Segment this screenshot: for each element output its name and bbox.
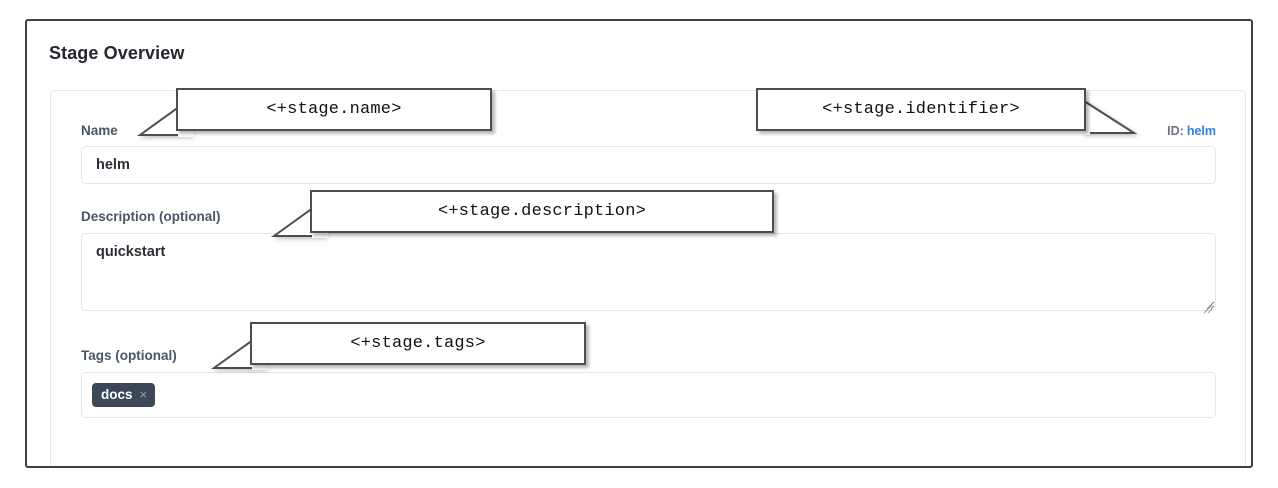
- name-label: Name: [81, 123, 118, 138]
- callout-stage-tags: <+stage.tags>: [250, 322, 586, 365]
- tags-label: Tags (optional): [81, 348, 177, 363]
- name-label-row: Name ID:helm: [81, 123, 1216, 139]
- page-title: Stage Overview: [49, 43, 185, 63]
- tag-chip-docs[interactable]: docs ×: [92, 383, 156, 407]
- stage-form-card: Name ID:helm Description (optional) Tags…: [50, 90, 1246, 466]
- callout-stage-identifier-text: <+stage.identifier>: [822, 100, 1020, 119]
- stage-id-hint: ID:helm: [1167, 124, 1216, 138]
- field-name: Name ID:helm: [81, 123, 1216, 184]
- tag-remove-icon[interactable]: ×: [139, 387, 148, 402]
- callout-stage-identifier: <+stage.identifier>: [756, 88, 1086, 131]
- callout-stage-tags-text: <+stage.tags>: [350, 334, 486, 353]
- name-input[interactable]: [81, 146, 1216, 184]
- tag-chip-label: docs: [101, 387, 133, 402]
- callout-stage-description-text: <+stage.description>: [437, 202, 647, 221]
- field-description: Description (optional): [81, 208, 1216, 316]
- stage-id-hint-prefix: ID:: [1167, 124, 1184, 138]
- field-tags: Tags (optional) docs ×: [81, 347, 1216, 418]
- description-label: Description (optional): [81, 209, 221, 224]
- tags-input[interactable]: docs ×: [81, 372, 1216, 418]
- description-textarea[interactable]: [81, 233, 1216, 311]
- callout-stage-name: <+stage.name>: [176, 88, 492, 131]
- stage-overview-panel: Stage Overview Name ID:helm Description …: [25, 19, 1253, 468]
- stage-id-hint-value[interactable]: helm: [1186, 124, 1216, 138]
- callout-stage-description: <+stage.description>: [310, 190, 774, 233]
- callout-stage-name-text: <+stage.name>: [266, 100, 402, 119]
